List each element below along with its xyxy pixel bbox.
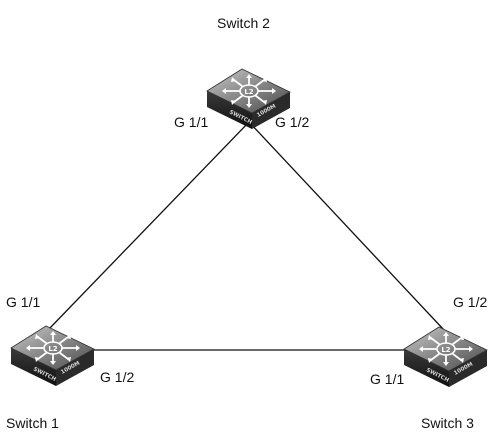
switch2-badge: L2 <box>244 88 253 96</box>
switch1-icon[interactable]: L2 SWITCH 1000M <box>10 325 95 387</box>
switch3-label: Switch 3 <box>421 415 474 431</box>
link-switch2-switch3 <box>248 121 445 331</box>
switch1-label: Switch 1 <box>6 415 59 431</box>
switch2-label: Switch 2 <box>217 15 270 31</box>
switch3-icon[interactable]: L2 SWITCH 1000M <box>403 326 488 388</box>
port-label-switch2-g12: G 1/2 <box>275 114 310 130</box>
switch3-badge: L2 <box>441 346 450 354</box>
port-label-switch3-g11: G 1/1 <box>370 371 405 387</box>
switch1-badge: L2 <box>48 345 57 353</box>
port-label-switch3-g12: G 1/2 <box>453 294 488 310</box>
link-switch1-switch2 <box>48 121 250 330</box>
port-label-switch1-g11: G 1/1 <box>6 294 41 310</box>
port-label-switch1-g12: G 1/2 <box>100 369 135 385</box>
port-label-switch2-g11: G 1/1 <box>174 114 209 130</box>
